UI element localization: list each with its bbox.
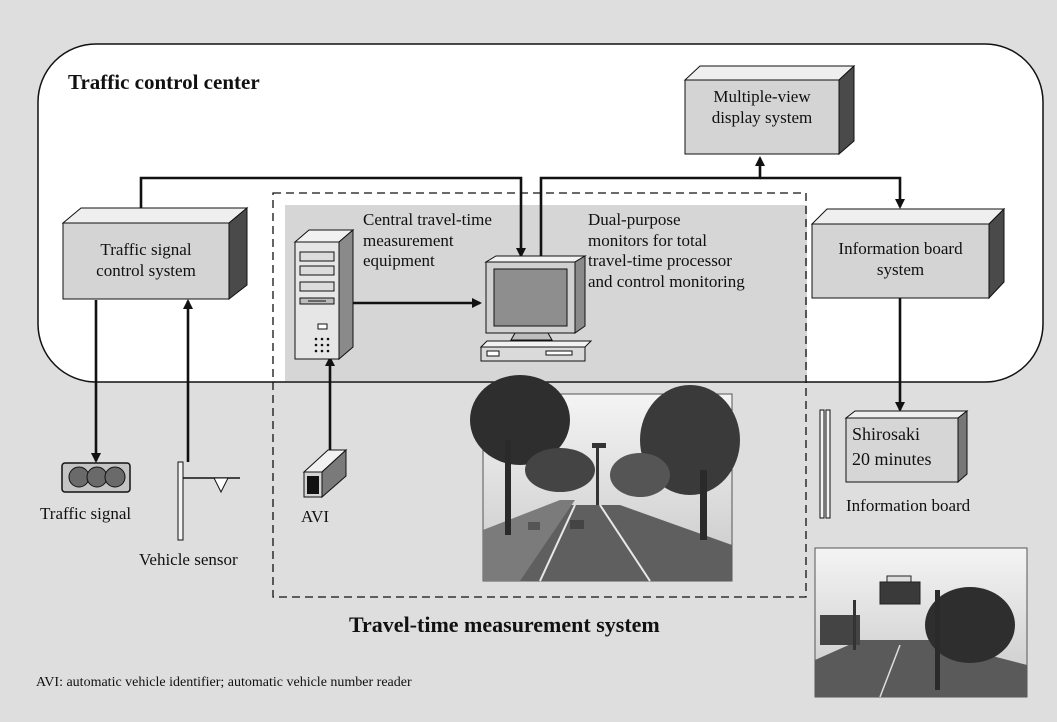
sign-text-line1: Shirosaki xyxy=(852,424,921,444)
monitor-icon xyxy=(479,255,593,362)
multiple-view-display-label: Multiple-view display system xyxy=(711,87,813,127)
arrow-monitor-to-multiple-view xyxy=(539,156,765,258)
connector-lines xyxy=(91,156,905,463)
road-photo xyxy=(470,375,740,582)
traffic-signal-control-box xyxy=(61,206,249,301)
measurement-system-label: Travel-time measurement system xyxy=(349,612,660,637)
monitors-label: Dual-purpose monitors for total travel-t… xyxy=(588,210,745,292)
central-equipment-label: Central travel-time measurement equipmen… xyxy=(363,210,492,271)
footnote: AVI: automatic vehicle identifier; autom… xyxy=(36,675,412,690)
traffic-signal-icon xyxy=(61,462,131,493)
sign-text-line2: 20 minutes xyxy=(852,449,932,469)
multiple-view-display-box xyxy=(683,64,856,156)
traffic-signal-label: Traffic signal xyxy=(40,504,132,523)
vehicle-sensor-icon xyxy=(177,461,240,541)
information-board-system-box xyxy=(810,207,1006,300)
information-board-icon xyxy=(819,409,969,519)
traffic-signal-control-label: Traffic signal control system xyxy=(96,240,196,280)
avi-label: AVI xyxy=(301,507,330,526)
avi-camera-icon xyxy=(302,448,348,499)
vehicle-sensor-label: Vehicle sensor xyxy=(139,550,238,569)
arrow-to-information-board-system xyxy=(760,176,905,209)
computer-tower-icon xyxy=(293,228,355,361)
control-center-label: Traffic control center xyxy=(68,70,260,94)
information-board-system-label: Information board system xyxy=(838,239,963,279)
arrow-signal-control-to-monitor xyxy=(139,176,526,258)
information-board-label: Information board xyxy=(846,496,971,515)
street-photo xyxy=(814,547,1028,698)
measurement-system-boundary xyxy=(272,192,807,598)
